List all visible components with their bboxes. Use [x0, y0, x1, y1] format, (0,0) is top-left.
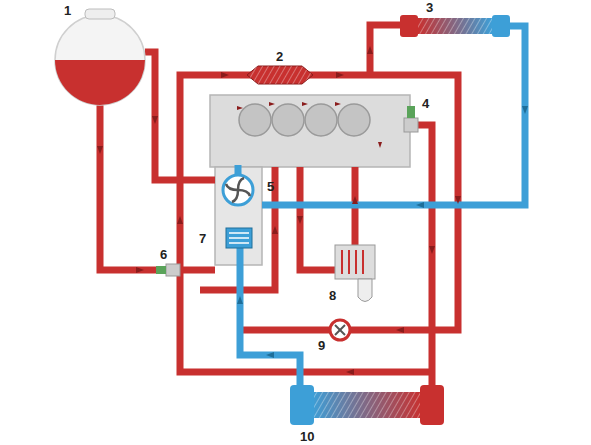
callout-number: 2: [276, 50, 283, 63]
oil-cooler: [335, 245, 375, 302]
expansion-tank: [55, 9, 145, 105]
coolant-pipes: [100, 25, 525, 385]
flow-arrows: [97, 46, 528, 375]
callout-number: 5: [267, 180, 274, 193]
callout-number: 8: [329, 289, 336, 302]
callout-number: 1: [64, 4, 71, 17]
temperature-sensor: [404, 106, 418, 132]
callout-number: 7: [199, 232, 206, 245]
engine-block: [210, 95, 410, 167]
callout-number: 4: [422, 97, 429, 110]
auxiliary-pump: [330, 320, 350, 340]
coolant-sensor: [156, 264, 180, 276]
heater-core: [400, 15, 510, 37]
callout-number: 3: [426, 1, 433, 14]
radiator: [290, 385, 444, 425]
thermostat: [226, 228, 252, 248]
egr-cooler: [247, 66, 313, 84]
callout-number: 10: [300, 430, 314, 443]
callout-number: 6: [160, 248, 167, 261]
callout-number: 9: [318, 339, 325, 352]
water-pump: [223, 175, 253, 205]
